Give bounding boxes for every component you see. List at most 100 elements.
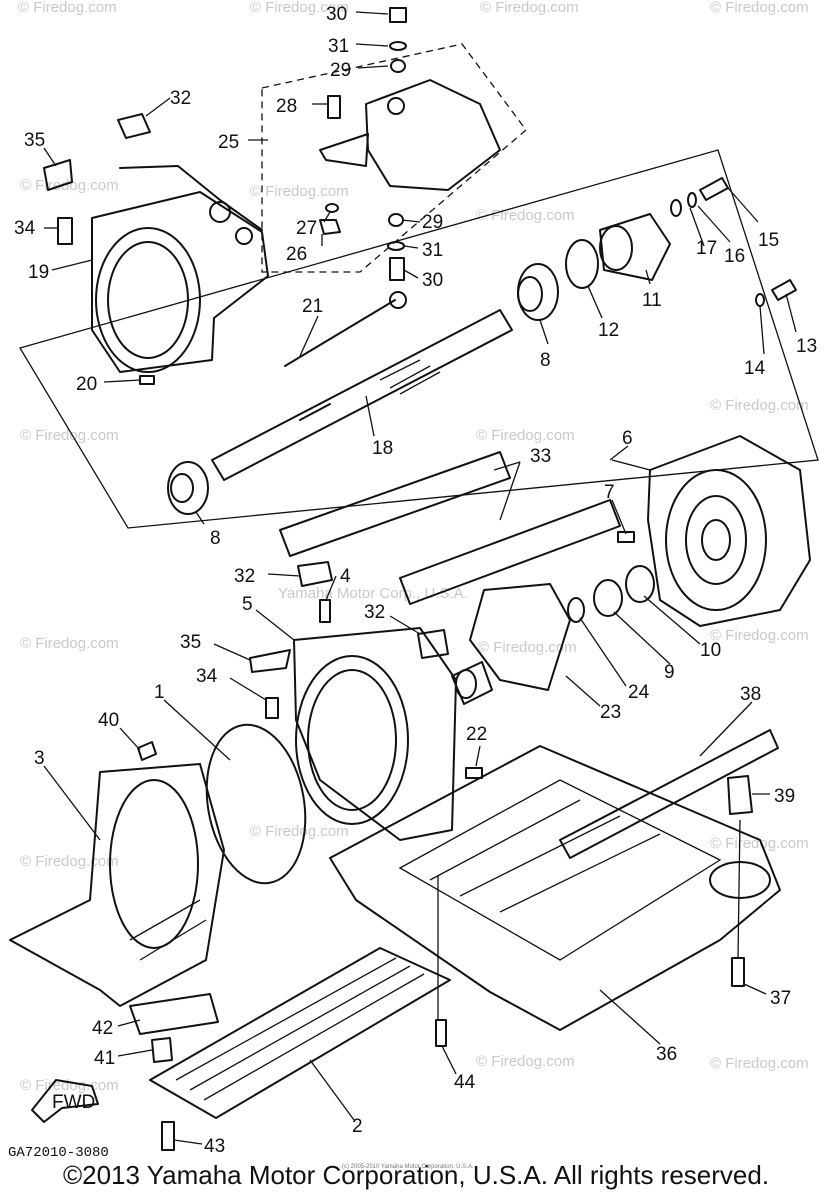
label-6: 6	[622, 428, 633, 449]
label-15: 15	[758, 230, 779, 251]
watermark: © Firedog.com	[478, 639, 577, 656]
watermark: © Firedog.com	[710, 627, 809, 644]
label-37: 37	[770, 988, 791, 1009]
fasteners-mid	[249, 561, 483, 779]
watermark-layer: © Firedog.com © Firedog.com © Firedog.co…	[18, 0, 809, 1094]
ring-part-10	[625, 565, 655, 603]
label-13: 13	[796, 336, 817, 357]
impeller-housing-part-6	[647, 435, 811, 627]
label-18: 18	[372, 438, 393, 459]
label-38: 38	[740, 684, 761, 705]
label-9: 9	[664, 662, 675, 683]
drawing-code: GA72010-3080	[8, 1145, 109, 1161]
pin-part-20	[139, 375, 155, 385]
label-32: 32	[364, 602, 385, 623]
label-4: 4	[340, 566, 351, 587]
watermark: © Firedog.com	[250, 0, 349, 16]
bolt-part-43	[161, 1121, 175, 1151]
label-40: 40	[98, 710, 119, 731]
watermark: © Firedog.com	[476, 427, 575, 444]
label-17: 17	[696, 238, 717, 259]
label-42: 42	[92, 1018, 113, 1039]
watermark: © Firedog.com	[710, 397, 809, 414]
watermark: © Firedog.com	[20, 853, 119, 870]
bolt-part-44	[435, 1019, 447, 1047]
intake-part-5	[293, 627, 457, 841]
bolt-head-part-21	[389, 291, 407, 309]
nut-part-41	[151, 1037, 173, 1063]
watermark: © Firedog.com	[480, 0, 579, 16]
label-2: 2	[352, 1116, 363, 1137]
guide-part-25	[319, 79, 501, 191]
watermark: © Firedog.com	[20, 635, 119, 652]
label-32: 32	[234, 566, 255, 587]
oring-part-1	[205, 723, 307, 885]
plate-part-3	[9, 763, 225, 1007]
ring-part-9	[593, 579, 623, 617]
label-16: 16	[724, 246, 745, 267]
label-3: 3	[34, 748, 45, 769]
drive-shaft-part-18	[211, 309, 513, 481]
label-39: 39	[774, 786, 795, 807]
label-27: 27	[296, 218, 317, 239]
shaft-group-outline	[19, 149, 819, 529]
label-33: 33	[530, 446, 551, 467]
label-28: 28	[276, 96, 297, 117]
label-10: 10	[700, 640, 721, 661]
spacer-part-42	[129, 993, 219, 1035]
label-1: 1	[154, 682, 165, 703]
label-11: 11	[642, 290, 662, 311]
label-23: 23	[600, 702, 621, 723]
housing-part-19	[91, 165, 269, 373]
label-34: 34	[196, 666, 218, 687]
label-32: 32	[170, 88, 191, 109]
bolt-part-21	[284, 299, 396, 367]
watermark: © Firedog.com	[20, 427, 119, 444]
fwd-arrow-icon: FWD	[31, 1079, 99, 1123]
part-labels: 30 31 29 28 32 25 35 34 19 20 27 26 29 3…	[14, 4, 817, 1157]
label-31: 31	[328, 36, 349, 57]
watermark: © Firedog.com	[710, 1055, 809, 1072]
label-5: 5	[242, 594, 253, 615]
label-12: 12	[598, 320, 619, 341]
label-14: 14	[744, 358, 766, 379]
label-8: 8	[540, 350, 551, 371]
washer-part-24	[567, 597, 585, 623]
watermark: © Firedog.com	[476, 1053, 575, 1070]
bolt-part-37	[731, 957, 745, 987]
label-30: 30	[422, 270, 443, 291]
label-25: 25	[218, 132, 239, 153]
ride-plate-part-36	[329, 745, 781, 1031]
label-24: 24	[628, 682, 650, 703]
label-34: 34	[14, 218, 36, 239]
fasteners-26-32-top	[43, 7, 407, 281]
bracket-part-38	[559, 729, 779, 859]
label-29: 29	[422, 212, 443, 233]
label-41: 41	[94, 1048, 115, 1069]
label-30: 30	[326, 4, 347, 25]
watermark: © Firedog.com	[710, 0, 809, 16]
copyright-notice: ©2013 Yamaha Motor Corporation, U.S.A. A…	[62, 1160, 770, 1190]
label-29: 29	[330, 60, 351, 81]
watermark: © Firedog.com	[250, 823, 349, 840]
label-20: 20	[76, 374, 97, 395]
label-44: 44	[454, 1072, 476, 1093]
cap-part-11	[599, 213, 671, 281]
watermark: © Firedog.com	[20, 177, 119, 194]
label-26: 26	[286, 244, 307, 265]
label-8: 8	[210, 528, 221, 549]
label-7: 7	[604, 482, 615, 503]
fitting-part-39	[727, 775, 753, 815]
bearing-part-8-lower	[167, 461, 209, 515]
watermark: © Firedog.com	[18, 0, 117, 16]
spacers-part-33	[279, 451, 621, 605]
intake-grate-part-2	[149, 947, 451, 1119]
pin-part-7	[617, 531, 635, 543]
label-19: 19	[28, 262, 49, 283]
label-36: 36	[656, 1044, 677, 1065]
oring-part-12	[565, 239, 599, 289]
watermark: © Firedog.com	[476, 207, 575, 224]
tiny-notice: (c) 2005-2010 Yamaha Motor Corporation, …	[342, 1164, 474, 1170]
label-21: 21	[302, 296, 323, 317]
